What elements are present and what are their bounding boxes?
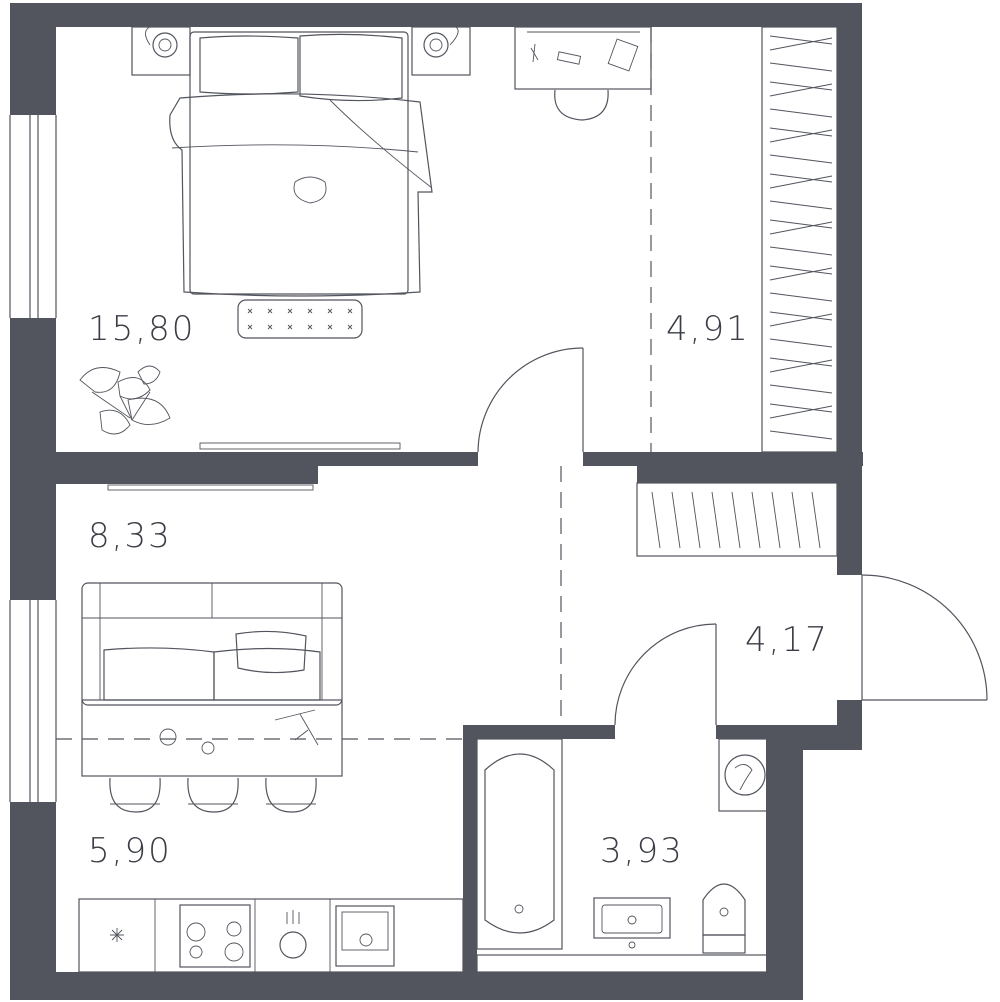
nightstand-lamp-icon	[411, 25, 471, 76]
wardrobe-icon	[761, 26, 838, 453]
door-swing-icon	[477, 347, 988, 726]
oven-icon	[335, 905, 395, 967]
washbasin-icon	[593, 897, 671, 949]
kitchen-counter-icon	[78, 898, 464, 973]
room-area-kitchen: 5,90	[88, 831, 172, 871]
bathtub-icon	[476, 738, 563, 950]
room-area-hall: 4,17	[745, 620, 829, 660]
windows	[9, 115, 57, 802]
wardrobe-icon	[636, 482, 838, 557]
tv-icon	[107, 442, 401, 491]
toilet-icon	[702, 883, 746, 954]
stool-icon	[109, 777, 317, 813]
washing-machine-icon	[718, 738, 777, 812]
sink-icon	[254, 899, 331, 972]
plant-icon	[79, 365, 171, 435]
walls	[10, 3, 863, 1000]
room-area-wardrobe: 4,91	[666, 309, 750, 349]
bathroom-floor-line	[476, 954, 778, 973]
desk-icon	[514, 26, 652, 90]
zone-dividers	[56, 27, 652, 740]
bed-icon	[169, 31, 433, 297]
dining-table-icon	[81, 699, 343, 777]
room-area-living: 8,33	[88, 516, 172, 556]
chair-icon	[554, 89, 609, 121]
room-area-bathroom: 3,93	[600, 831, 684, 871]
cooktop-icon	[179, 904, 251, 968]
sofa-icon	[81, 582, 343, 706]
area-labels: 15,80 4,91 8,33 4,17 5,90 3,93	[88, 309, 829, 871]
room-area-bedroom: 15,80	[88, 309, 195, 349]
nightstand-lamp-icon	[131, 25, 191, 76]
rug-icon	[237, 299, 363, 339]
